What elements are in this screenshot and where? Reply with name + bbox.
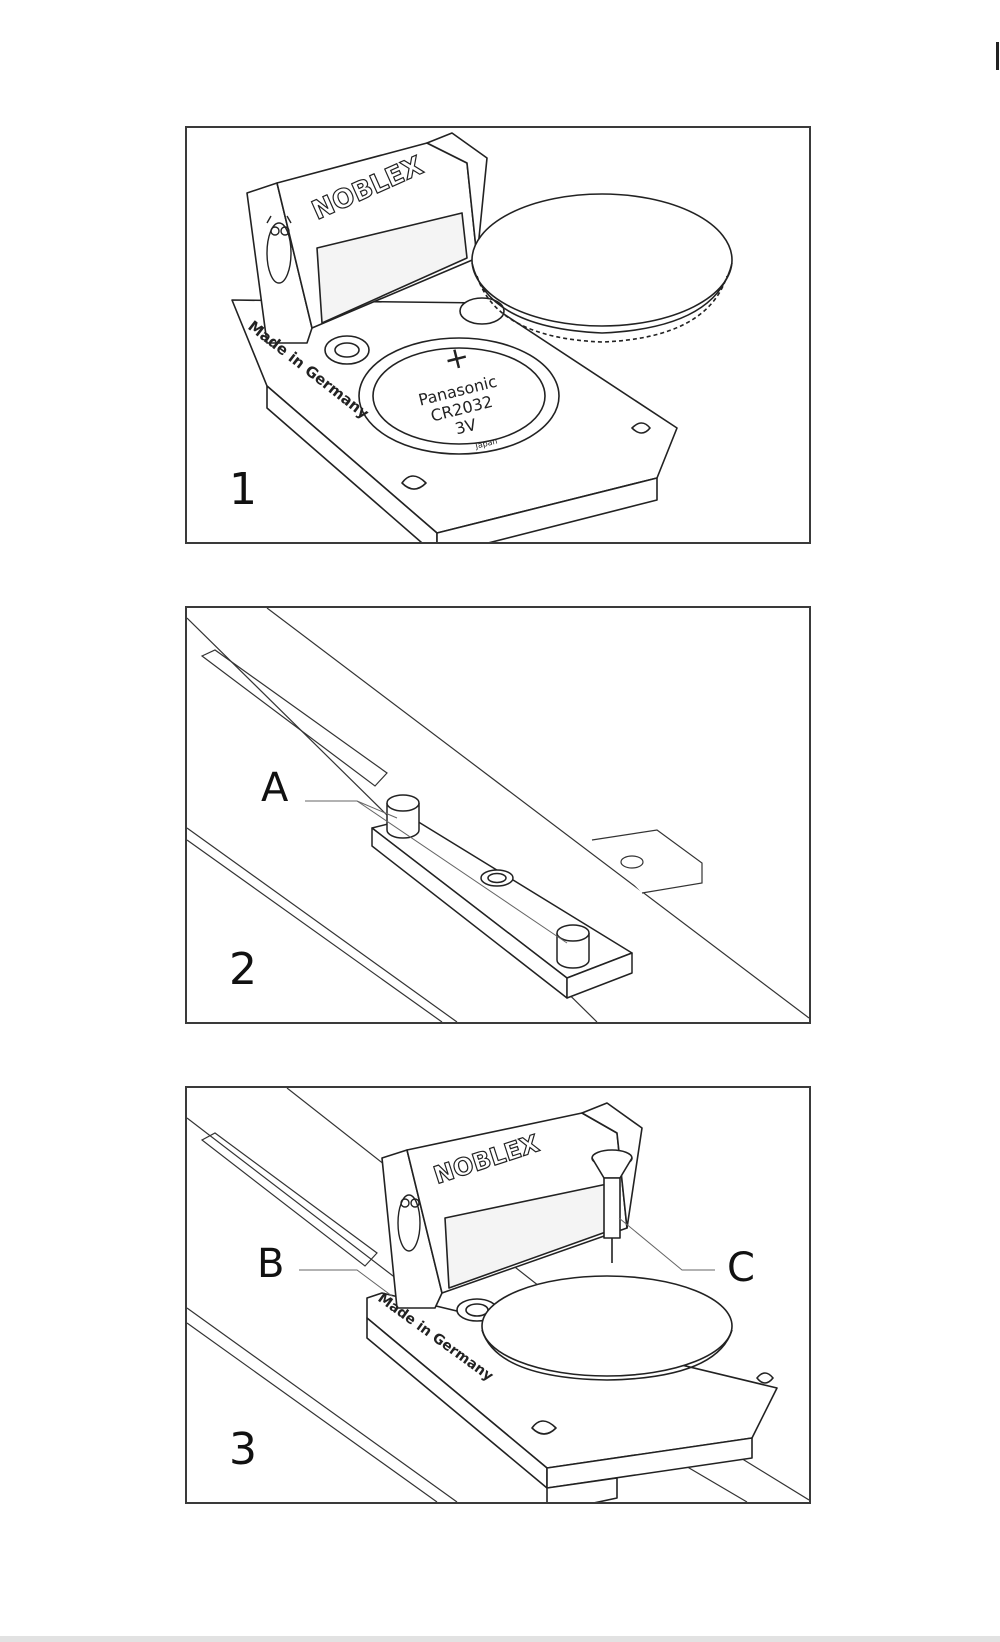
locating-pin-1 <box>386 803 420 839</box>
housing-left-wall <box>246 182 313 344</box>
illustration-mounted-sight: NOBLEX Made in Germany <box>187 1088 809 1502</box>
figure-step-3: NOBLEX Made in Germany B C 3 <box>185 1086 811 1504</box>
callout-leader-c <box>618 1217 715 1271</box>
step-number: 1 <box>229 464 257 515</box>
illustration-battery-compartment: NOBLEX Made in Germany + Panasonic CR203… <box>231 132 733 542</box>
step-number: 2 <box>229 944 257 995</box>
battery-cap <box>471 193 733 327</box>
callout-leader-a <box>305 800 568 944</box>
rail-tab <box>591 829 703 894</box>
callout-label-b: B <box>257 1241 285 1287</box>
mounting-screw-shaft <box>603 1177 621 1239</box>
callout-label-a: A <box>261 765 289 811</box>
mount-hole-right <box>459 297 505 325</box>
adapter-plate <box>371 817 633 979</box>
illustration-rail-plate <box>187 608 809 1022</box>
figure-step-1: NOBLEX Made in Germany + Panasonic CR203… <box>185 126 811 544</box>
battery-cap <box>481 1275 733 1377</box>
rail-slot <box>200 649 388 787</box>
figure-step-2: A 2 <box>185 606 811 1024</box>
rail-slot <box>200 1132 378 1267</box>
owl-logo <box>397 1194 421 1252</box>
callout-label-c: C <box>727 1245 755 1291</box>
callout-leader-b <box>299 1269 393 1297</box>
owl-logo <box>266 215 292 284</box>
page-bottom-rule <box>0 1636 1000 1642</box>
battery-voltage: 3V <box>453 415 478 439</box>
page-edge-marker <box>996 42 999 70</box>
housing-left-wall <box>381 1149 443 1309</box>
battery-markings: + Panasonic CR2032 3V Japan <box>416 339 498 451</box>
step-number: 3 <box>229 1424 257 1475</box>
